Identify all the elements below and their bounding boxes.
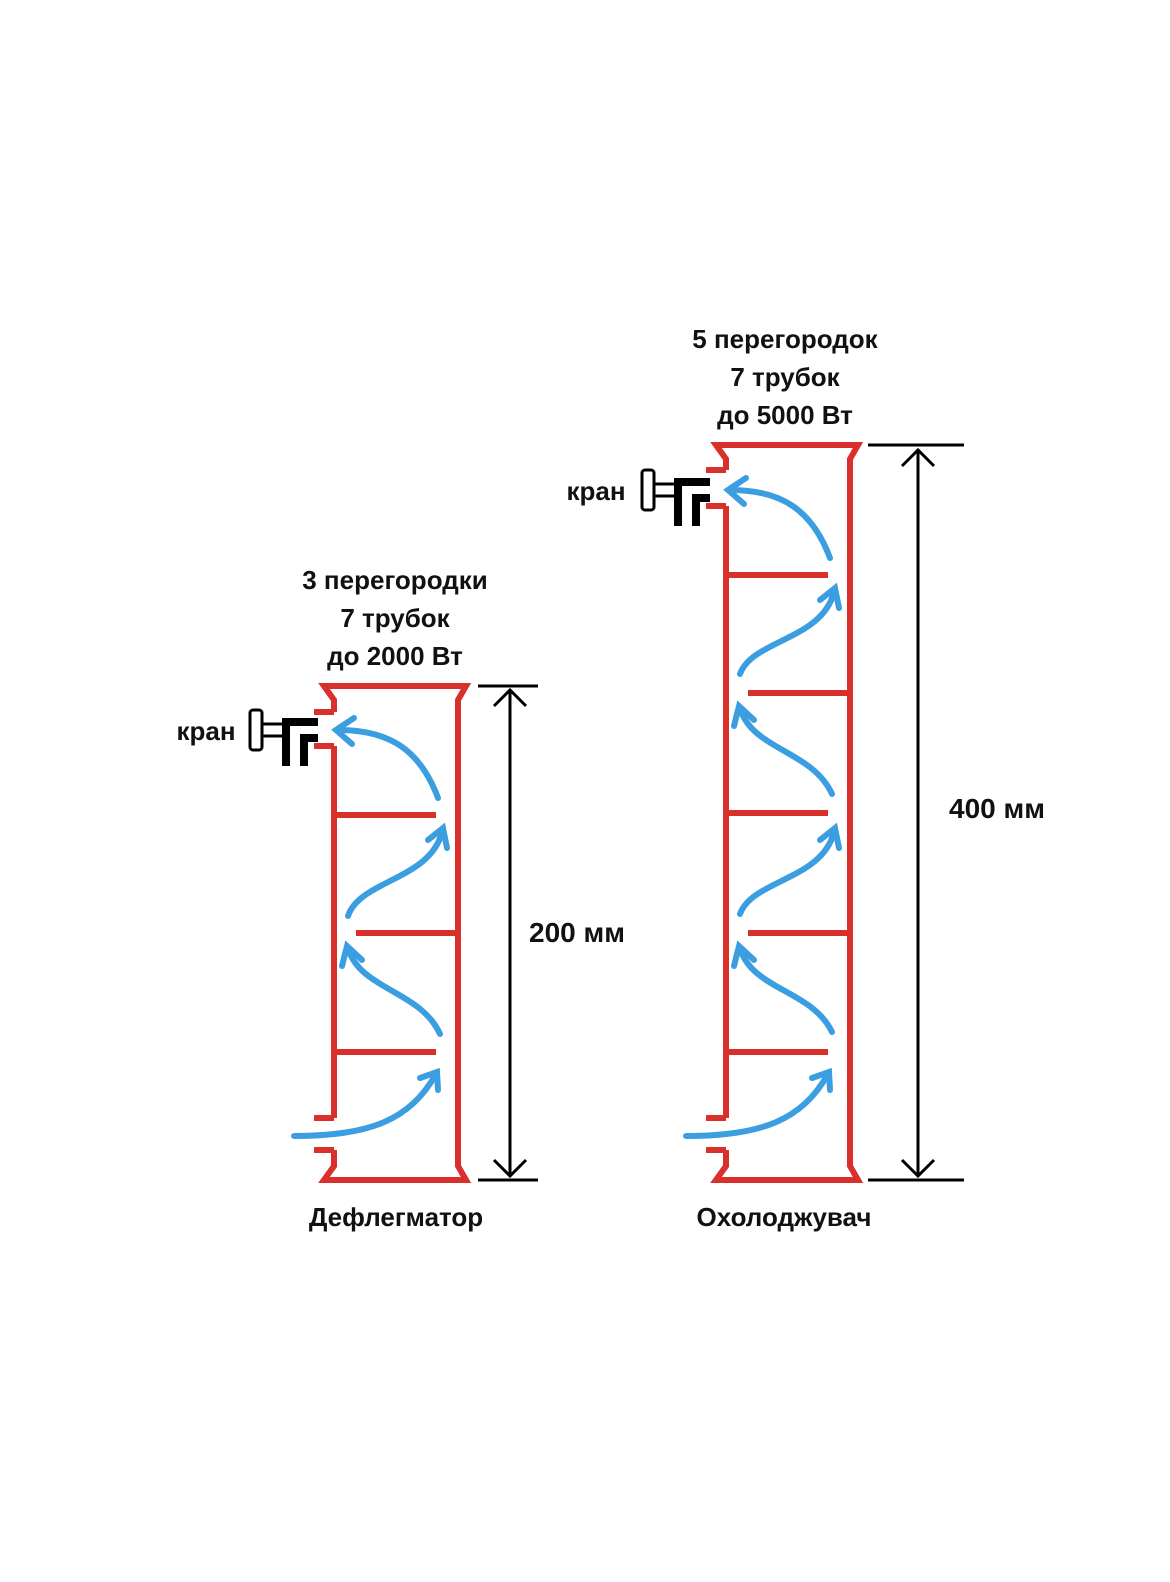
spec-line: 7 трубок (730, 362, 840, 392)
nozzle-flanges (706, 467, 726, 1153)
spec-line: до 2000 Вт (327, 641, 463, 671)
spec-line: 5 перегородок (692, 324, 878, 354)
unit-name: Дефлегматор (308, 1202, 484, 1232)
spec-line: 7 трубок (340, 603, 450, 633)
valve-icon (248, 708, 318, 766)
dimension-400 (868, 443, 964, 1182)
dephlegmator-specs: 3 перегородки 7 трубок до 2000 Вт (270, 561, 520, 675)
cooler-specs: 5 перегородок 7 трубок до 5000 Вт (660, 320, 910, 434)
valve-label: кран (566, 476, 626, 506)
spec-line: 3 перегородки (302, 565, 488, 595)
dephlegmator-column (248, 683, 538, 1183)
flow-arrows (683, 475, 842, 1139)
valve-label: кран (176, 716, 236, 746)
dimension-label: 400 мм (949, 793, 1045, 824)
flow-arrows (291, 715, 450, 1139)
dimension-200 (478, 684, 538, 1182)
nozzle-flanges (314, 709, 334, 1153)
unit-name: Охолоджувач (696, 1202, 872, 1232)
dimension-label: 200 мм (529, 917, 625, 948)
spec-line: до 5000 Вт (717, 400, 853, 430)
cooler-column (640, 442, 964, 1183)
valve-icon (640, 468, 710, 526)
